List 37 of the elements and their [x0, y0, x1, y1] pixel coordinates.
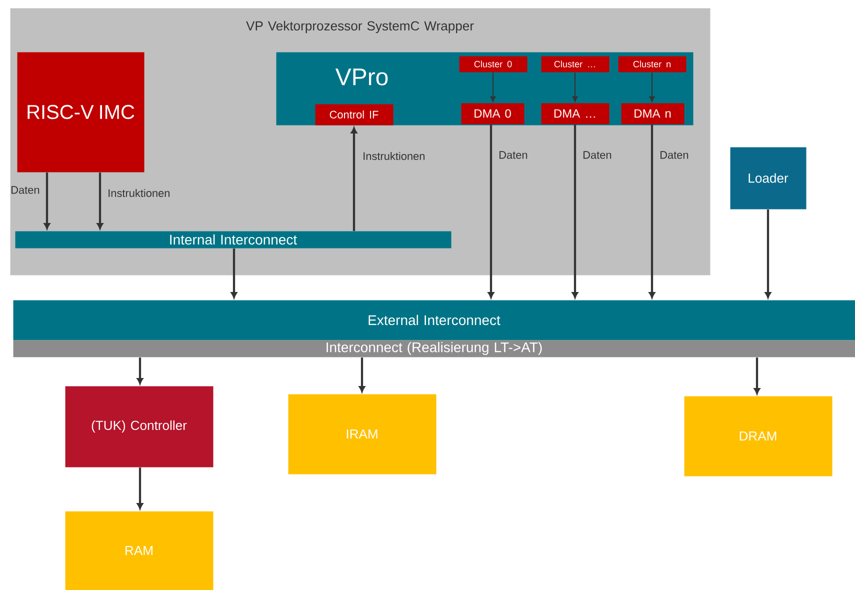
arrow	[648, 124, 656, 298]
edge-label: Daten	[500, 151, 528, 159]
edge-label: Instruktionen	[364, 152, 424, 160]
memory-box: RAM	[65, 511, 214, 590]
edge-label: Daten	[660, 151, 688, 159]
arrow	[490, 72, 496, 102]
edge-label: Daten	[12, 186, 40, 194]
interconnect-bar: External Interconnect	[13, 300, 855, 340]
interconnect-band: Interconnect (Realisierung LT->AT)	[13, 340, 855, 358]
arrow	[572, 124, 578, 298]
arrow	[754, 358, 760, 394]
dma-box: DMA n	[621, 103, 684, 124]
arrow	[96, 172, 104, 230]
cluster-box: Cluster n	[618, 56, 686, 72]
cluster-box: Cluster 0	[459, 56, 528, 72]
cluster-box: Cluster …	[541, 56, 610, 72]
arrow	[488, 124, 494, 298]
controller-box: (TUK) Controller	[65, 386, 214, 468]
loader-box: Loader	[730, 147, 806, 210]
arrow	[350, 127, 358, 231]
memory-box: IRAM	[288, 394, 436, 474]
interconnect-bar: Internal Interconnect	[15, 231, 452, 248]
arrow	[44, 172, 50, 230]
arrow	[572, 72, 578, 102]
arrow	[136, 358, 144, 384]
arrow	[358, 358, 366, 392]
arrow	[136, 468, 144, 510]
arrow	[230, 248, 238, 298]
dma-box: DMA …	[541, 103, 610, 124]
processor-box: RISC-V IMC	[17, 52, 144, 172]
dma-box: DMA 0	[461, 103, 524, 124]
arrow	[764, 210, 772, 298]
arrow	[649, 72, 655, 102]
edge-label: Instruktionen	[108, 188, 170, 197]
interface-box: Control IF	[315, 104, 394, 126]
edge-label: Daten	[584, 151, 612, 159]
memory-box: DRAM	[684, 396, 832, 476]
